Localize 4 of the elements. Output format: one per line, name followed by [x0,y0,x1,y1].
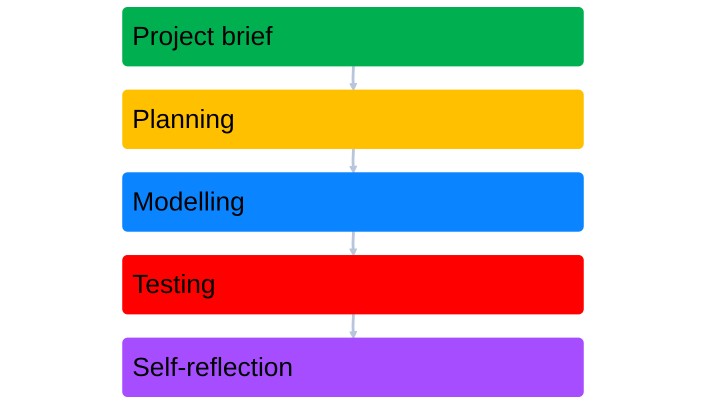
arrow [349,232,358,256]
arrow [349,148,358,174]
arrow [349,314,358,340]
arrow [349,66,358,92]
